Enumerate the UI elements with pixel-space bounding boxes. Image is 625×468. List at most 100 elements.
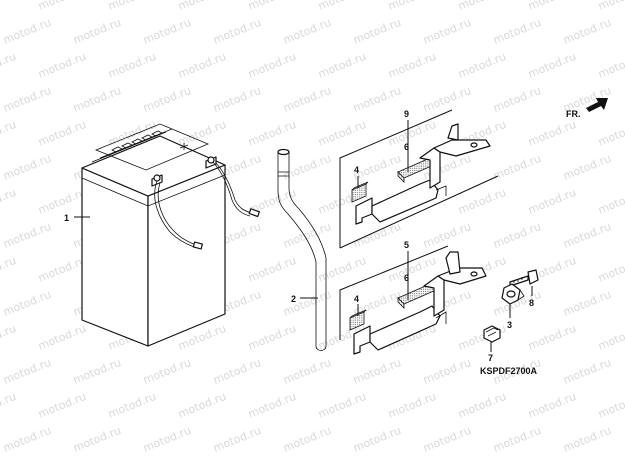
watermark-text: motod.ru [561, 356, 613, 387]
callout-2: 2 [291, 294, 296, 304]
watermark-text: motod.ru [0, 390, 18, 421]
watermark-text: motod.ru [596, 254, 625, 285]
watermark-text: motod.ru [351, 424, 403, 455]
cushion-upper[interactable] [351, 181, 369, 203]
watermark-text: motod.ru [491, 424, 543, 455]
watermark-text: motod.ru [141, 356, 193, 387]
watermark-text: motod.ru [596, 50, 625, 81]
watermark-text: motod.ru [1, 424, 53, 455]
callout-6-upper: 6 [404, 142, 409, 152]
watermark-text: motod.ru [211, 16, 263, 47]
watermark-text: motod.ru [526, 322, 578, 353]
watermark-text: motod.ru [176, 390, 228, 421]
watermark-text: motod.ru [0, 50, 18, 81]
watermark-text: motod.ru [71, 84, 123, 115]
watermark-text: motod.ru [106, 390, 158, 421]
callout-4-lower: 4 [354, 294, 359, 304]
watermark-text: motod.ru [211, 424, 263, 455]
watermark-text: motod.ru [1, 84, 53, 115]
watermark-text: motod.ru [386, 50, 438, 81]
diagram-code: KSPDF2700A [480, 366, 538, 376]
watermark-text: motod.ru [421, 424, 473, 455]
watermark-text: motod.ru [561, 16, 613, 47]
watermark-text: motod.ru [176, 0, 228, 13]
callout-7: 7 [488, 353, 493, 363]
watermark-text: motod.ru [526, 50, 578, 81]
callout-8: 8 [529, 298, 534, 308]
callout-6-lower: 6 [404, 273, 409, 283]
watermark-text: motod.ru [1, 288, 53, 319]
watermark-text: motod.ru [386, 0, 438, 13]
watermark-text: motod.ru [281, 288, 333, 319]
watermark-text: motod.ru [281, 16, 333, 47]
callout-1: 1 [64, 213, 69, 223]
watermark-text: motod.ru [36, 118, 88, 149]
callout-3: 3 [507, 320, 512, 330]
watermark-text: motod.ru [596, 186, 625, 217]
watermark-text: motod.ru [141, 424, 193, 455]
watermark-text: motod.ru [71, 356, 123, 387]
watermark-text: motod.ru [106, 0, 158, 13]
watermark-text: motod.ru [281, 220, 333, 251]
watermark-text: motod.ru [281, 424, 333, 455]
watermark-text: motod.ru [0, 0, 18, 13]
lower-group-frame [339, 245, 449, 340]
watermark-text: motod.ru [246, 322, 298, 353]
watermark-text: motod.ru [596, 322, 625, 353]
watermark-text: motod.ru [386, 390, 438, 421]
watermark-text: motod.ru [526, 390, 578, 421]
watermark-text: motod.ru [561, 220, 613, 251]
watermark-text: motod.ru [211, 84, 263, 115]
watermark-text: motod.ru [36, 322, 88, 353]
watermark-text: motod.ru [386, 254, 438, 285]
watermark-text: motod.ru [421, 16, 473, 47]
watermark-text: motod.ru [491, 152, 543, 183]
watermark-text: motod.ru [1, 220, 53, 251]
watermark-text: motod.ru [106, 50, 158, 81]
watermark-text: motod.ru [281, 356, 333, 387]
breather-tube[interactable] [277, 148, 327, 351]
watermark-text: motod.ru [351, 16, 403, 47]
watermark-text: motod.ru [246, 254, 298, 285]
watermark-text: motod.ru [141, 84, 193, 115]
nut[interactable] [501, 283, 525, 305]
cushion-lower[interactable] [349, 309, 367, 331]
watermark-text: motod.ru [561, 152, 613, 183]
watermark-text: motod.ru [596, 118, 625, 149]
watermark-text: motod.ru [0, 322, 18, 353]
watermark-text: motod.ru [316, 0, 368, 13]
watermark-text: motod.ru [36, 50, 88, 81]
holder-upper[interactable] [355, 123, 491, 225]
watermark-text: motod.ru [561, 288, 613, 319]
watermark-text: motod.ru [141, 16, 193, 47]
watermark-text: motod.ru [316, 118, 368, 149]
front-arrow-icon [586, 98, 608, 112]
front-direction-indicator: FR. [566, 98, 608, 119]
callout-5: 5 [404, 240, 409, 250]
watermark-text: motod.ru [36, 254, 88, 285]
watermark-text: motod.ru [246, 0, 298, 13]
cap[interactable] [483, 325, 501, 343]
battery[interactable] [81, 123, 260, 347]
watermark-text: motod.ru [246, 50, 298, 81]
watermark-text: motod.ru [491, 16, 543, 47]
watermark-text: motod.ru [351, 356, 403, 387]
watermark-text: motod.ru [316, 390, 368, 421]
watermark-text: motod.ru [596, 0, 625, 13]
watermark-text: motod.ru [1, 16, 53, 47]
watermark-text: motod.ru [36, 186, 88, 217]
watermark-text: motod.ru [386, 118, 438, 149]
leader-lines [74, 120, 533, 352]
callout-9: 9 [404, 109, 409, 119]
watermark-text: motod.ru [246, 118, 298, 149]
watermark-text: motod.ru [456, 390, 508, 421]
watermark-text: motod.ru [491, 84, 543, 115]
watermark-text: motod.ru [316, 254, 368, 285]
holder-lower[interactable] [353, 251, 487, 355]
watermark-text: motod.ru [211, 356, 263, 387]
watermark-text: motod.ru [176, 50, 228, 81]
upper-group-frame [339, 109, 499, 249]
watermark-text: motod.ru [1, 152, 53, 183]
watermark-text: motod.ru [1, 356, 53, 387]
watermark-text: motod.ru [71, 424, 123, 455]
